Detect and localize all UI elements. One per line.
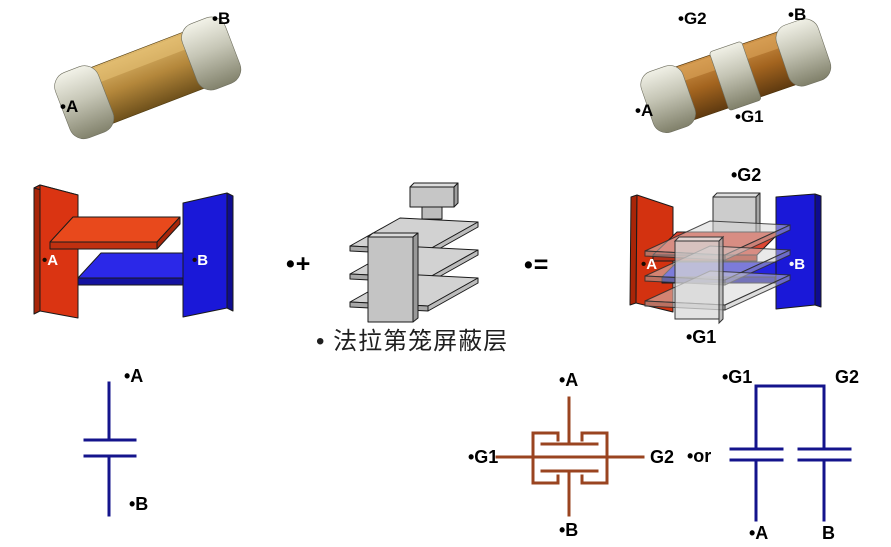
photo-left-label-a: •A [60,97,79,116]
combined-label-g2: •G2 [731,165,762,185]
faraday-cage-caption: • 法拉第笼屏蔽层 [316,328,509,355]
photo-right-label-g2: •G2 [678,9,707,28]
schematic-right-label-a: •A [749,523,769,543]
photo-left-label-b: •B [212,9,231,28]
schematic-mid-label-b: •B [559,520,579,540]
schematic-mid-label-g1: •G1 [468,447,499,467]
label-bullet: • [789,256,795,273]
red-electrode-plate [33,184,79,319]
blue-electrode-plate [182,192,234,318]
faraday-cage-diagram [349,182,479,323]
label-bullet: • [42,252,48,269]
schematic-right-label-g1: •G1 [722,367,753,387]
plus-operator: •+ [286,250,312,278]
equals-operator: •= [524,251,550,279]
combined-diagram [629,192,822,325]
chip-terminal-a [640,65,696,133]
red-electrode-shelf [49,216,181,250]
chip-photo-four-terminal [640,18,832,133]
schematic-left-label-b: •B [129,494,149,514]
combined-label-b: •B [789,257,805,272]
cage-top-tab [409,182,459,220]
photo-right-label-b: •B [788,5,807,24]
schematic-right-label-g2: G2 [835,367,860,387]
schematic-mid-label-a: •A [559,370,579,390]
label-bullet: • [192,252,198,269]
photo-right-label-a: •A [635,101,654,120]
combined-label-a: •A [641,257,657,272]
electrode-label-b: •B [192,253,208,268]
shield-tab-g1 [673,235,725,325]
electrode-diagram [33,184,234,319]
cage-front-plate [367,232,419,323]
label-letter: A [47,252,59,269]
chip-photo-two-terminal [54,16,242,140]
chip-terminal-b [181,16,242,91]
schematic-mid-label-g2: G2 [650,447,675,467]
schematic-alternative [729,384,852,522]
schematic-left-label-a: •A [124,366,144,386]
electrode-label-a: •A [42,253,58,268]
label-letter: B [794,256,806,273]
schematic-four-terminal [495,396,645,517]
schematic-two-terminal [83,381,137,517]
label-letter: B [197,252,209,269]
or-label: •or [687,446,712,466]
combined-label-g1: •G1 [686,327,717,347]
schematic-right-label-b: B [822,523,835,543]
chip-body-sheen [63,24,217,94]
label-letter: A [646,256,658,273]
photo-right-label-g1: •G1 [735,107,764,126]
chip-terminal-a [54,65,115,140]
chip-terminal-b [775,18,832,87]
label-bullet: • [641,256,647,273]
chip-shield-band [709,41,761,111]
